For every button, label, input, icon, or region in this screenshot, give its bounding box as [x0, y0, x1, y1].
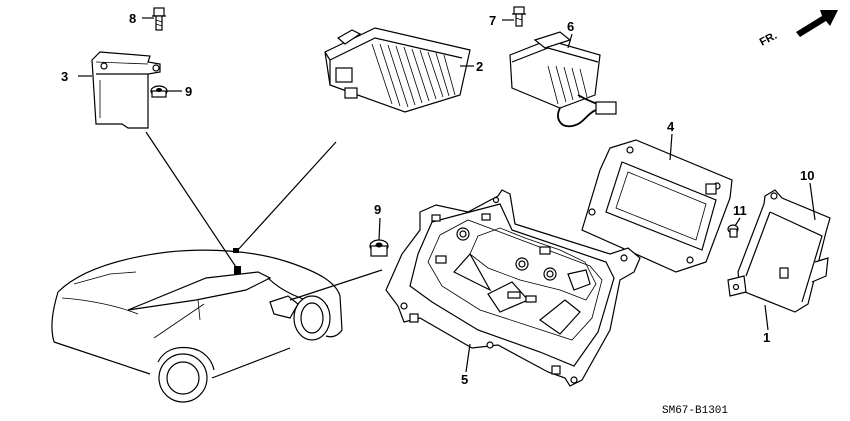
- callout-labels: 3 9 8 2 7 6 4 10 11 1 9 5: [61, 11, 814, 387]
- callout-5: 5: [461, 372, 468, 387]
- bolt-part-11[interactable]: [727, 224, 739, 238]
- callout-1: 1: [763, 330, 770, 345]
- control-unit-part-1[interactable]: [727, 189, 831, 313]
- callout-2: 2: [476, 59, 483, 74]
- callout-4: 4: [667, 119, 675, 134]
- nut-part-9-upper[interactable]: [150, 85, 168, 98]
- callout-7: 7: [489, 13, 496, 28]
- control-unit-part-2[interactable]: [324, 27, 471, 113]
- callout-9-upper: 9: [185, 84, 192, 99]
- pointer-lines: [145, 131, 383, 301]
- diagram-code: SM67-B1301: [662, 405, 728, 417]
- nut-part-9-lower[interactable]: [369, 239, 389, 257]
- screw-part-7[interactable]: [512, 6, 526, 27]
- callout-8: 8: [129, 11, 136, 26]
- direction-label: FR.: [758, 30, 779, 49]
- plate-part-4[interactable]: [581, 139, 733, 273]
- callout-9-lower: 9: [374, 202, 381, 217]
- callout-11: 11: [733, 203, 747, 218]
- screw-part-8[interactable]: [152, 7, 166, 31]
- callout-6: 6: [567, 19, 574, 34]
- front-direction-indicator: FR.: [758, 10, 838, 49]
- bracket-part-5[interactable]: [385, 189, 641, 387]
- leader-lines: [78, 17, 816, 373]
- vehicle-outline: [51, 248, 343, 403]
- module-part-6[interactable]: [509, 31, 617, 128]
- unit-part-3[interactable]: [91, 51, 161, 129]
- callout-3: 3: [61, 69, 68, 84]
- arrow-icon: [796, 10, 838, 37]
- callout-10: 10: [800, 168, 814, 183]
